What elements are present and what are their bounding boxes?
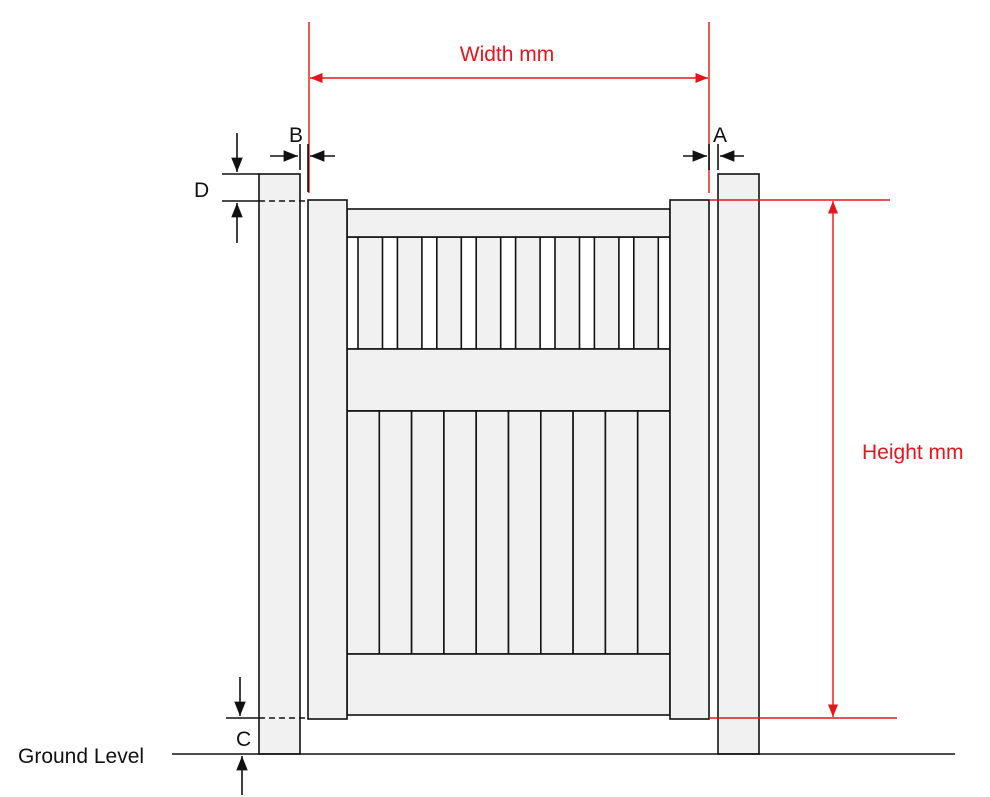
upper-picket — [435, 236, 463, 350]
gate-panel — [307, 199, 710, 720]
right-post — [717, 173, 760, 755]
upper-picket — [357, 236, 384, 350]
middle-rail — [346, 348, 671, 412]
upper-picket — [514, 236, 541, 350]
lower-board — [604, 410, 639, 655]
c-label: C — [236, 728, 251, 751]
bottom-rail — [346, 653, 671, 716]
lower-board — [507, 410, 542, 655]
upper-picket — [475, 236, 502, 350]
clearance-c-dimension: C — [226, 677, 308, 795]
top-rail — [346, 208, 671, 238]
lower-board — [475, 410, 510, 655]
height-dimension: Height mm — [709, 199, 964, 719]
left-stile — [307, 199, 348, 720]
lower-board — [636, 410, 671, 655]
left-post — [258, 173, 301, 755]
gap-b-dimension: B — [270, 124, 335, 192]
upper-picket-bay — [346, 236, 671, 350]
upper-picket — [396, 236, 423, 350]
upper-picket — [554, 236, 581, 350]
lower-board — [443, 410, 477, 655]
d-label: D — [194, 179, 209, 202]
height-label: Height mm — [862, 441, 964, 464]
lower-board — [539, 410, 574, 655]
lower-board — [572, 410, 607, 655]
upper-picket — [593, 236, 620, 350]
lower-board — [410, 410, 445, 655]
gap-a-dimension: A — [683, 124, 744, 170]
lower-board — [346, 410, 381, 655]
width-dimension: Width mm — [308, 22, 710, 193]
width-label: Width mm — [460, 43, 555, 66]
b-label: B — [289, 124, 303, 147]
a-label: A — [713, 124, 727, 147]
ground-level-label: Ground Level — [18, 745, 144, 768]
right-stile — [669, 199, 710, 720]
lower-board — [378, 410, 413, 655]
offset-d-dimension: D — [194, 133, 308, 243]
upper-picket — [632, 236, 660, 350]
